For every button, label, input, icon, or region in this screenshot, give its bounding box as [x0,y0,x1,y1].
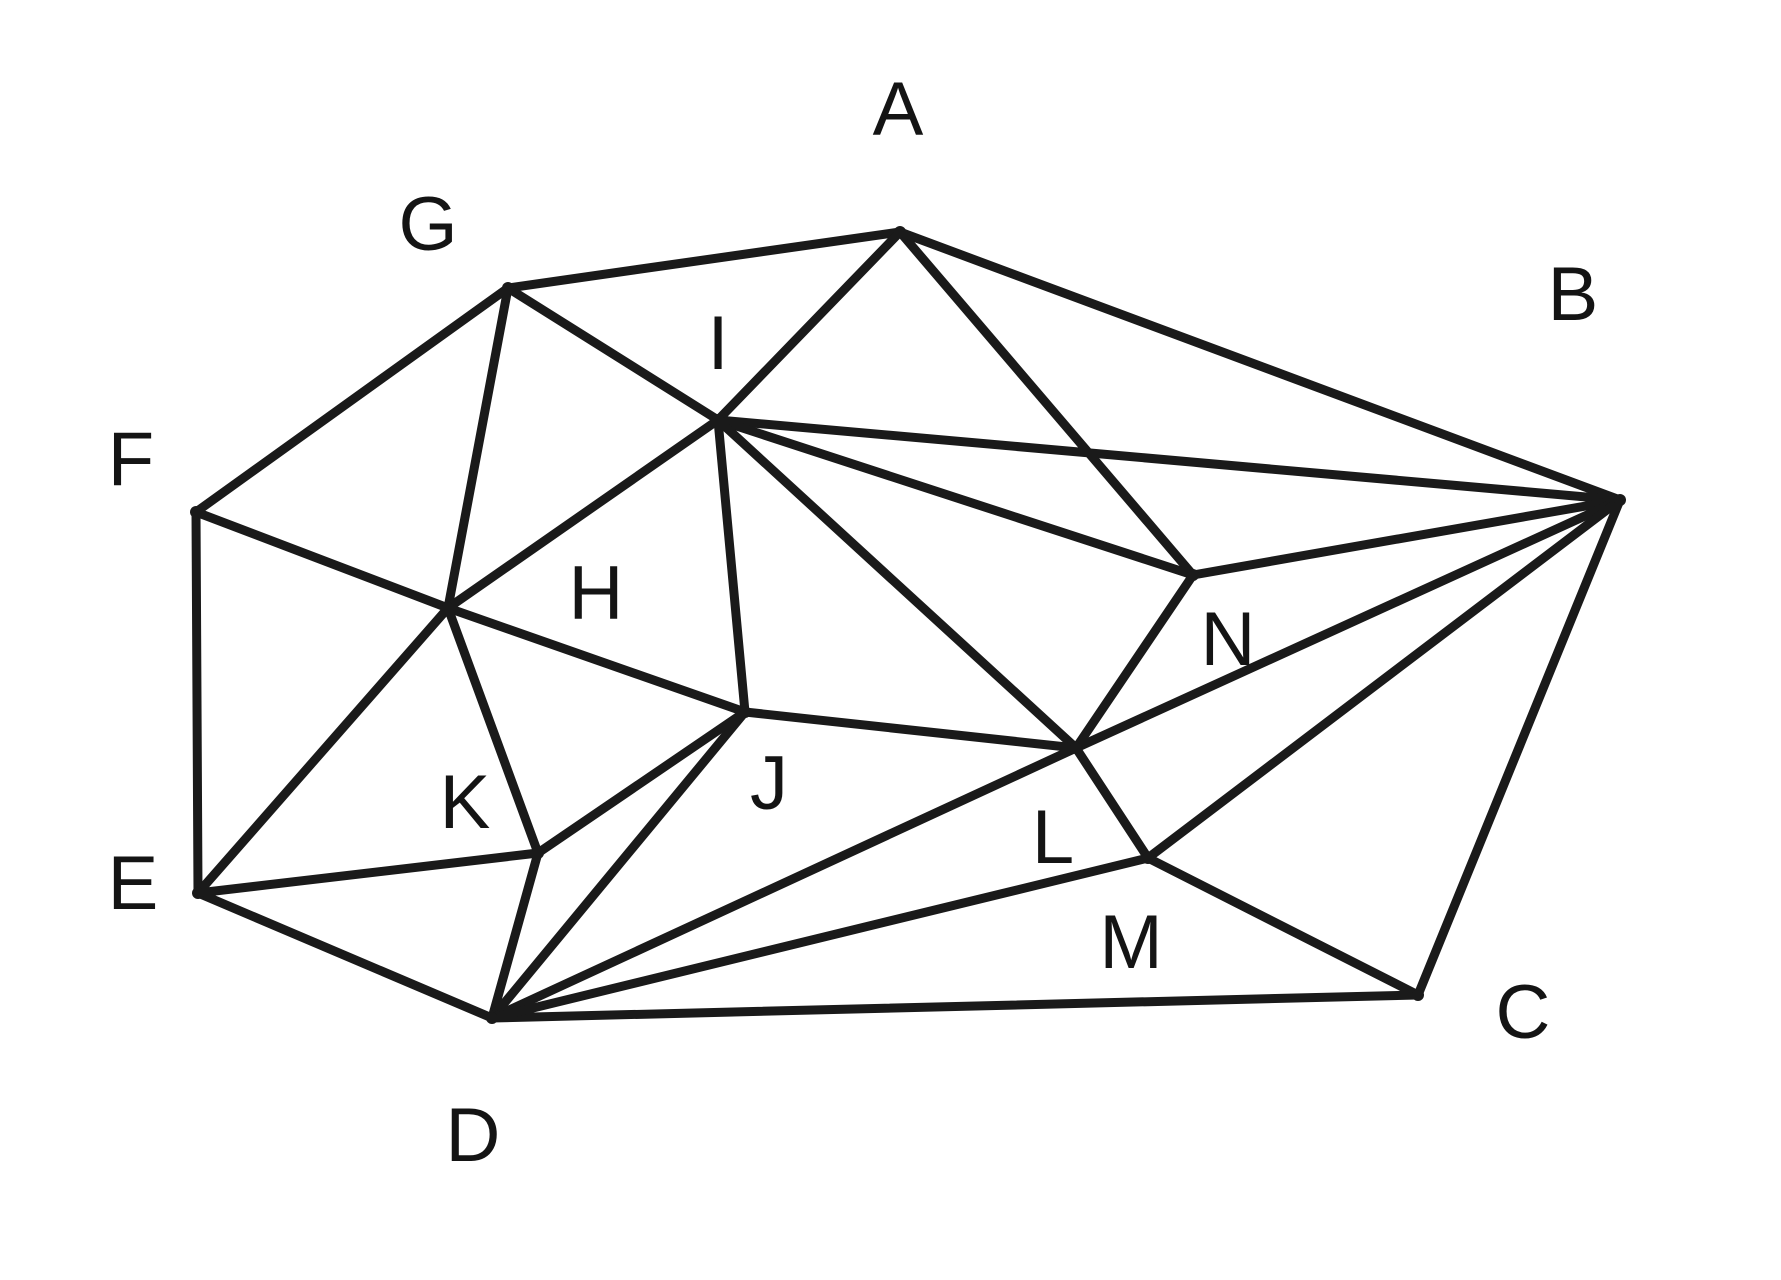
graph-vertex-I [712,414,724,426]
graph-edge-HI [443,415,723,613]
graph-vertex-D [486,1012,498,1024]
graph-edge-CM [1143,853,1423,1000]
vertex-label-H: H [568,551,624,636]
graph-vertex-H [442,602,454,614]
graph-vertex-J [739,706,751,718]
graph-edge-DM [487,853,1153,1023]
graph-vertex-C [1412,989,1424,1001]
graph-edge-DJ [487,707,750,1023]
graph-edge-AB [895,227,1625,505]
graph-edge-GI [503,283,723,425]
graph-edge-IJ [713,415,750,717]
vertex-label-I: I [707,301,729,386]
graph-edge-BC [1413,495,1625,1000]
graph-edge-IL [713,415,1081,753]
graph-edge-AN [895,227,1198,580]
vertex-label-J: J [750,741,788,826]
graph-vertex-A [894,226,906,238]
graph-vertex-E [192,887,204,899]
vertex-label-N: N [1200,597,1256,682]
graph-edge-BL [1071,495,1625,753]
graph-edge-LN [1071,570,1198,753]
graph-edge-GH [443,283,513,613]
edges-group [191,227,1625,1023]
vertex-label-A: A [872,67,924,152]
graph-edge-CD [487,990,1423,1023]
graph-edge-EK [193,848,543,898]
graph-edge-DL [487,743,1081,1023]
graph-edge-AG [503,227,905,293]
graph-edge-AI [713,227,905,425]
graph-edge-LM [1071,743,1153,863]
graph-edge-BM [1143,495,1625,863]
graph-edge-HK [443,603,543,858]
graph-edge-HJ [443,603,750,717]
vertex-label-D: D [445,1093,501,1178]
graph-edge-KJ [533,707,750,858]
graph-edge-EH [193,603,453,898]
graph-vertex-K [532,847,544,859]
vertex-label-K: K [439,760,491,845]
graph-edge-BN [1188,495,1625,580]
vertices-group [190,226,1626,1024]
graph-edge-DK [487,848,543,1023]
vertex-label-B: B [1547,252,1599,337]
graph-edge-JL [740,707,1081,753]
graph-vertex-M [1142,852,1154,864]
graph-edge-FH [191,507,453,613]
graph-edge-IN [713,415,1198,580]
graph-vertex-B [1614,494,1626,506]
graph-edge-EF [191,507,203,898]
vertex-label-F: F [107,417,155,502]
graph-vertex-L [1070,742,1082,754]
graph-vertex-F [190,506,202,518]
graph-edge-DE [193,888,497,1023]
vertex-label-G: G [398,182,458,267]
vertex-label-C: C [1495,970,1551,1055]
graph-edge-FG [191,283,513,517]
vertex-label-L: L [1031,795,1075,880]
vertex-label-E: E [107,841,159,926]
graph-vertex-G [502,282,514,294]
vertex-label-M: M [1099,900,1163,985]
graph-edge-BI [713,415,1625,505]
graph-vertex-N [1187,569,1199,581]
